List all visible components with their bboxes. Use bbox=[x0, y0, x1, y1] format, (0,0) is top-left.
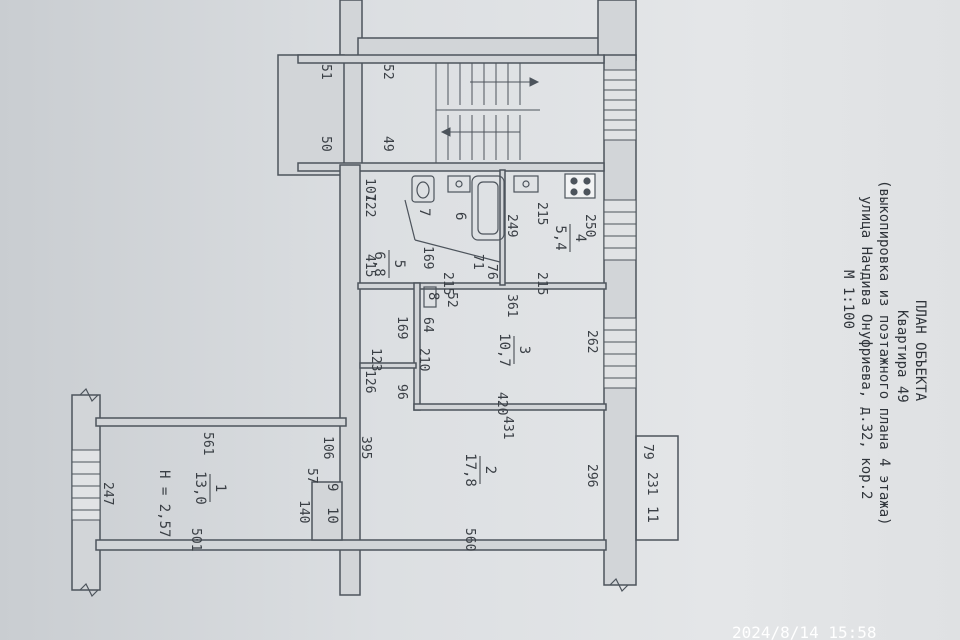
source-note: (выкопировка из поэтажного плана 4 этажа… bbox=[876, 180, 892, 526]
room-5-area: 6,8 bbox=[371, 251, 387, 276]
room-3-number: 3 bbox=[516, 346, 532, 354]
dimension-label: 415 bbox=[362, 254, 377, 277]
room-1-number: 1 bbox=[212, 484, 228, 492]
dimension-label: 76 bbox=[484, 264, 499, 280]
room-1-area: 13,0 bbox=[192, 471, 208, 505]
room-8-number: 8 bbox=[425, 292, 441, 300]
dimension-label: 210 bbox=[416, 348, 431, 371]
dimension-label: 107 bbox=[362, 178, 377, 201]
dimension-label: 64 bbox=[420, 317, 435, 333]
scale-label: М 1:100 bbox=[840, 270, 856, 329]
apartment-label: Квартира 49 bbox=[894, 310, 910, 403]
room-11-number: 11 bbox=[644, 506, 660, 523]
dimension-label: 169 bbox=[420, 246, 435, 269]
dimension-label: 501 bbox=[188, 528, 203, 551]
room-9-number: 9 bbox=[324, 483, 340, 491]
fixtures bbox=[404, 173, 596, 308]
dimension-label: 50 bbox=[318, 136, 333, 152]
dimension-label: 57 bbox=[304, 468, 319, 484]
room-4-area: 5,4 bbox=[552, 225, 568, 250]
dimension-label: 126 bbox=[362, 370, 377, 393]
break-marks bbox=[79, 387, 629, 598]
title-block: ПЛАН ОБЪЕКТА Квартира 49 (выкопировка из… bbox=[840, 180, 928, 526]
windows bbox=[71, 69, 637, 521]
dimension-label: 79 bbox=[640, 444, 655, 460]
dimension-label: 250 bbox=[582, 214, 597, 237]
ceiling-height-label: Н = 2,57 bbox=[156, 470, 172, 537]
dimension-label: 122 bbox=[362, 194, 377, 217]
staircase bbox=[435, 63, 540, 163]
dimension-label: 420 bbox=[494, 392, 509, 415]
dimension-label: 296 bbox=[584, 464, 599, 487]
room-5-number: 5 bbox=[391, 260, 407, 268]
dimension-label: 123 bbox=[368, 348, 383, 371]
balcony bbox=[635, 435, 679, 541]
dimension-label: 52 bbox=[444, 292, 459, 308]
photo-timestamp: 2024/8/14 15:58 bbox=[732, 623, 877, 640]
room-labels: 1 13,0 2 17,8 3 10,7 4 5,4 5 6,8 6 7 8 9 10 1… bbox=[156, 208, 660, 537]
dimension-label: 247 bbox=[100, 482, 115, 505]
dimension-label: 96 bbox=[394, 384, 409, 400]
room-10-number: 10 bbox=[324, 507, 340, 524]
room-4-number: 4 bbox=[572, 234, 588, 242]
dimension-label: 52 bbox=[380, 64, 395, 80]
dimension-label: 215 bbox=[534, 202, 549, 225]
dimension-label: 215 bbox=[534, 272, 549, 295]
room-2-area: 17,8 bbox=[462, 453, 478, 487]
plan-title: ПЛАН ОБЪЕКТА bbox=[912, 300, 928, 402]
dimension-label: 51 bbox=[318, 64, 333, 80]
dimension-label: 231 bbox=[644, 472, 659, 495]
dimension-label: 49 bbox=[380, 136, 395, 152]
room-2-number: 2 bbox=[482, 466, 498, 474]
room-7-number: 7 bbox=[416, 208, 432, 216]
address-label: улица Начдива Онуфриева, д.32, кор.2 bbox=[858, 196, 874, 499]
room-3-area: 10,7 bbox=[496, 333, 512, 367]
dimension-label: 561 bbox=[200, 432, 215, 455]
dimension-label: 262 bbox=[584, 330, 599, 353]
dimension-label: 215 bbox=[440, 272, 455, 295]
dimension-label: 106 bbox=[320, 436, 335, 459]
dimension-label: 140 bbox=[296, 500, 311, 523]
dimension-label: 395 bbox=[358, 436, 373, 459]
room-6-number: 6 bbox=[452, 212, 468, 220]
dimension-label: 249 bbox=[504, 214, 519, 237]
dimension-label: 361 bbox=[504, 294, 519, 317]
dimension-label: 71 bbox=[470, 254, 485, 270]
dimension-label: 169 bbox=[394, 316, 409, 339]
dimension-label: 431 bbox=[500, 416, 515, 439]
dimension-label: 560 bbox=[462, 528, 477, 551]
